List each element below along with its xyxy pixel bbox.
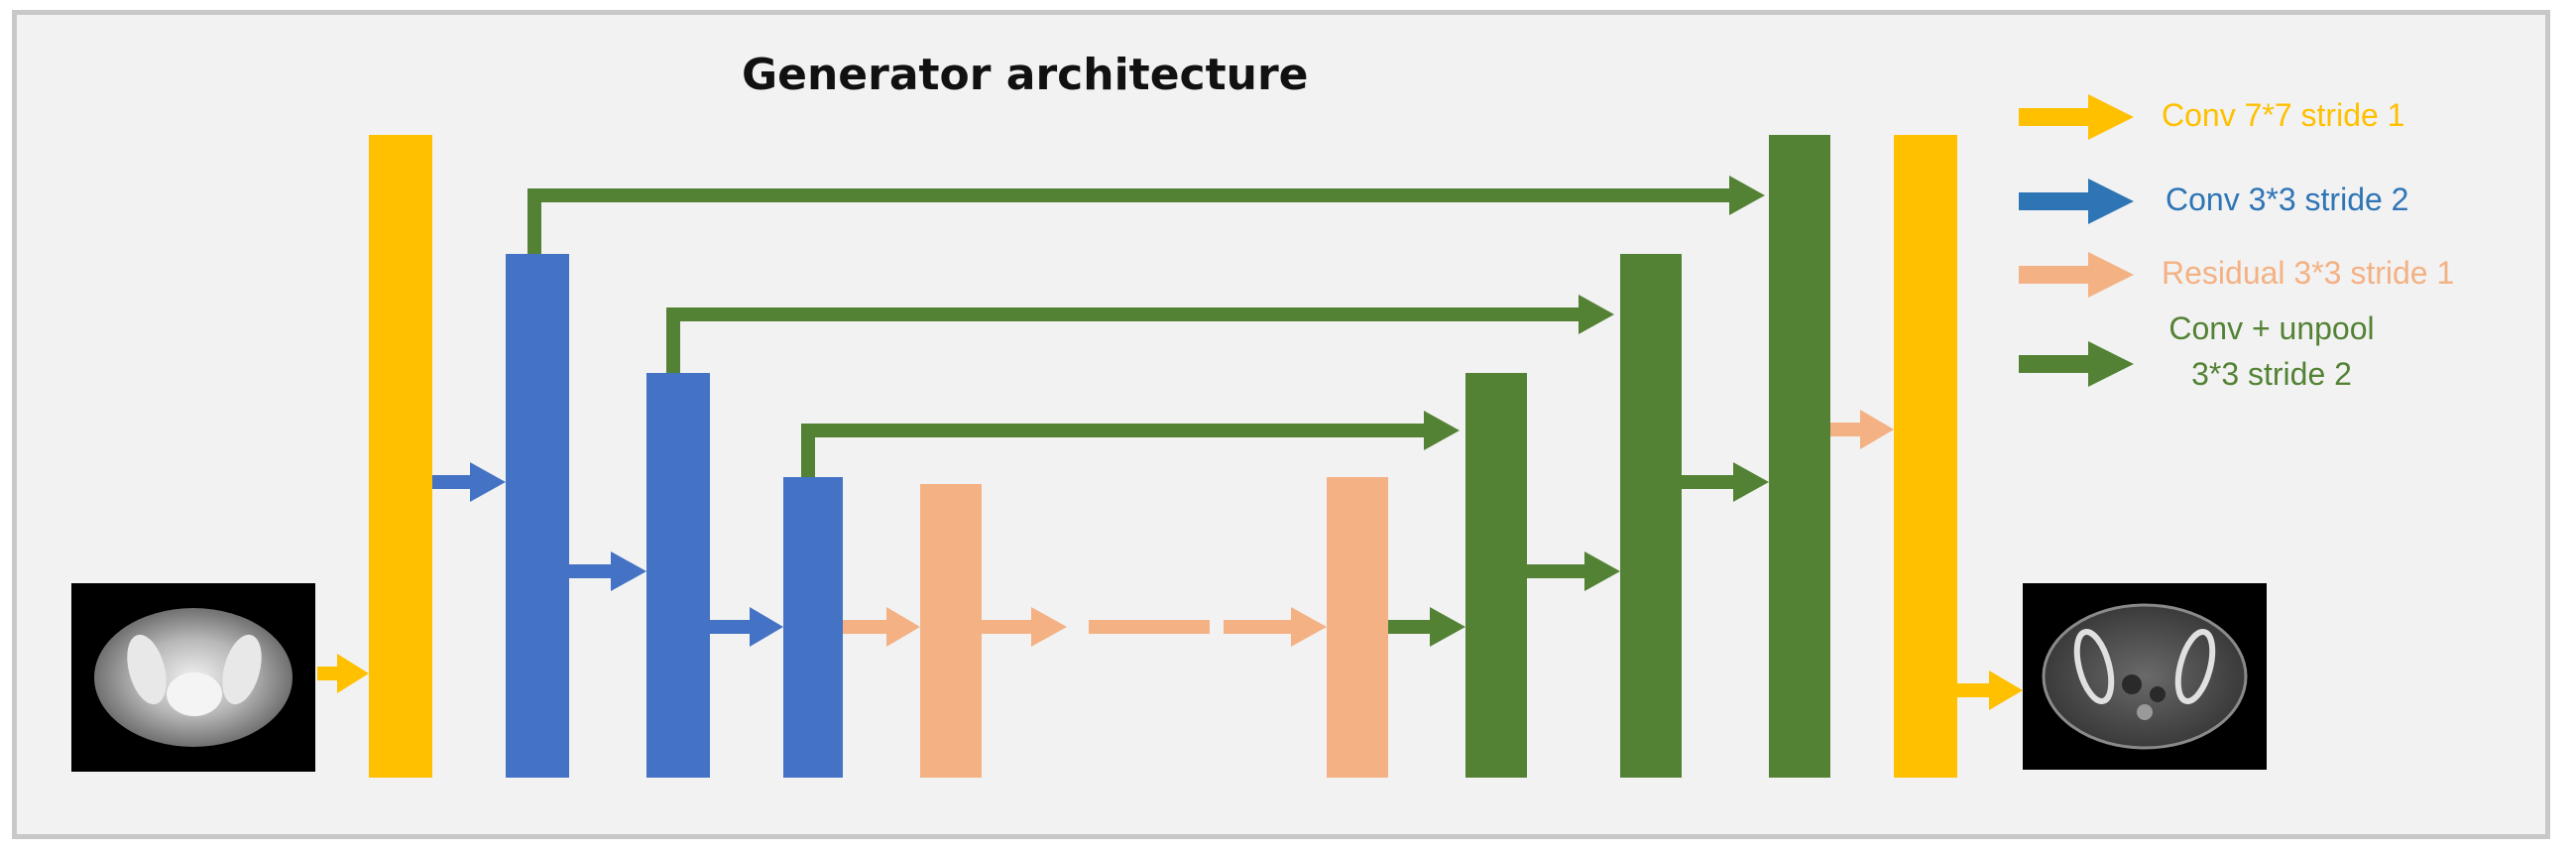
arrow-conv3-1-to-conv3-2 xyxy=(569,551,646,591)
arrow-residual-in xyxy=(1224,607,1327,647)
arrow-residual-to-unpool-1 xyxy=(1388,607,1465,647)
legend-residual-label: Residual 3*3 stride 1 xyxy=(2162,255,2455,291)
conv3-block-2 xyxy=(646,373,710,778)
arrow-conv7-to-conv3-1 xyxy=(432,462,506,502)
unpool-block-1 xyxy=(1465,373,1527,778)
arrow-conv3-2-to-conv3-3 xyxy=(710,607,783,647)
residual-block-last xyxy=(1327,477,1388,778)
skip-connection-1 xyxy=(527,176,1765,254)
ct-output-image xyxy=(2023,583,2267,770)
arrow-unpool-1-to-unpool-2 xyxy=(1527,551,1620,591)
legend-conv7-arrow-icon xyxy=(2019,94,2134,140)
residual-dashed-segment xyxy=(1089,620,1210,634)
conv7-block-encoder xyxy=(369,135,432,778)
legend-unpool-line2: 3*3 stride 2 xyxy=(2191,356,2352,392)
arrow-residual-out xyxy=(982,607,1067,647)
mri-input-image xyxy=(71,583,315,772)
legend-unpool-label: Conv + unpool 3*3 stride 2 xyxy=(2167,305,2376,397)
diagram-title: Generator architecture xyxy=(742,50,1309,100)
conv3-block-3 xyxy=(783,477,843,778)
skip-connection-3 xyxy=(801,411,1460,477)
legend-unpool-line1: Conv + unpool xyxy=(2168,310,2375,346)
arrow-conv7-to-output xyxy=(1957,671,2023,710)
legend-residual-arrow-icon xyxy=(2019,252,2134,298)
legend-conv7-label: Conv 7*7 stride 1 xyxy=(2162,97,2405,133)
residual-block-first xyxy=(920,484,982,778)
unpool-block-3 xyxy=(1769,135,1830,778)
skip-connection-2 xyxy=(666,295,1614,373)
legend-unpool-arrow-icon xyxy=(2019,341,2134,387)
legend-conv3-arrow-icon xyxy=(2019,179,2134,224)
unpool-block-2 xyxy=(1620,254,1682,778)
arrow-input-to-conv7 xyxy=(317,654,369,693)
legend-conv3-label: Conv 3*3 stride 2 xyxy=(2166,182,2409,217)
arrow-unpool-3-to-conv7 xyxy=(1830,410,1894,449)
conv3-block-1 xyxy=(506,254,569,778)
arrow-conv3-3-to-residual xyxy=(843,607,920,647)
arrow-unpool-2-to-unpool-3 xyxy=(1682,462,1769,502)
conv7-block-decoder xyxy=(1894,135,1957,778)
